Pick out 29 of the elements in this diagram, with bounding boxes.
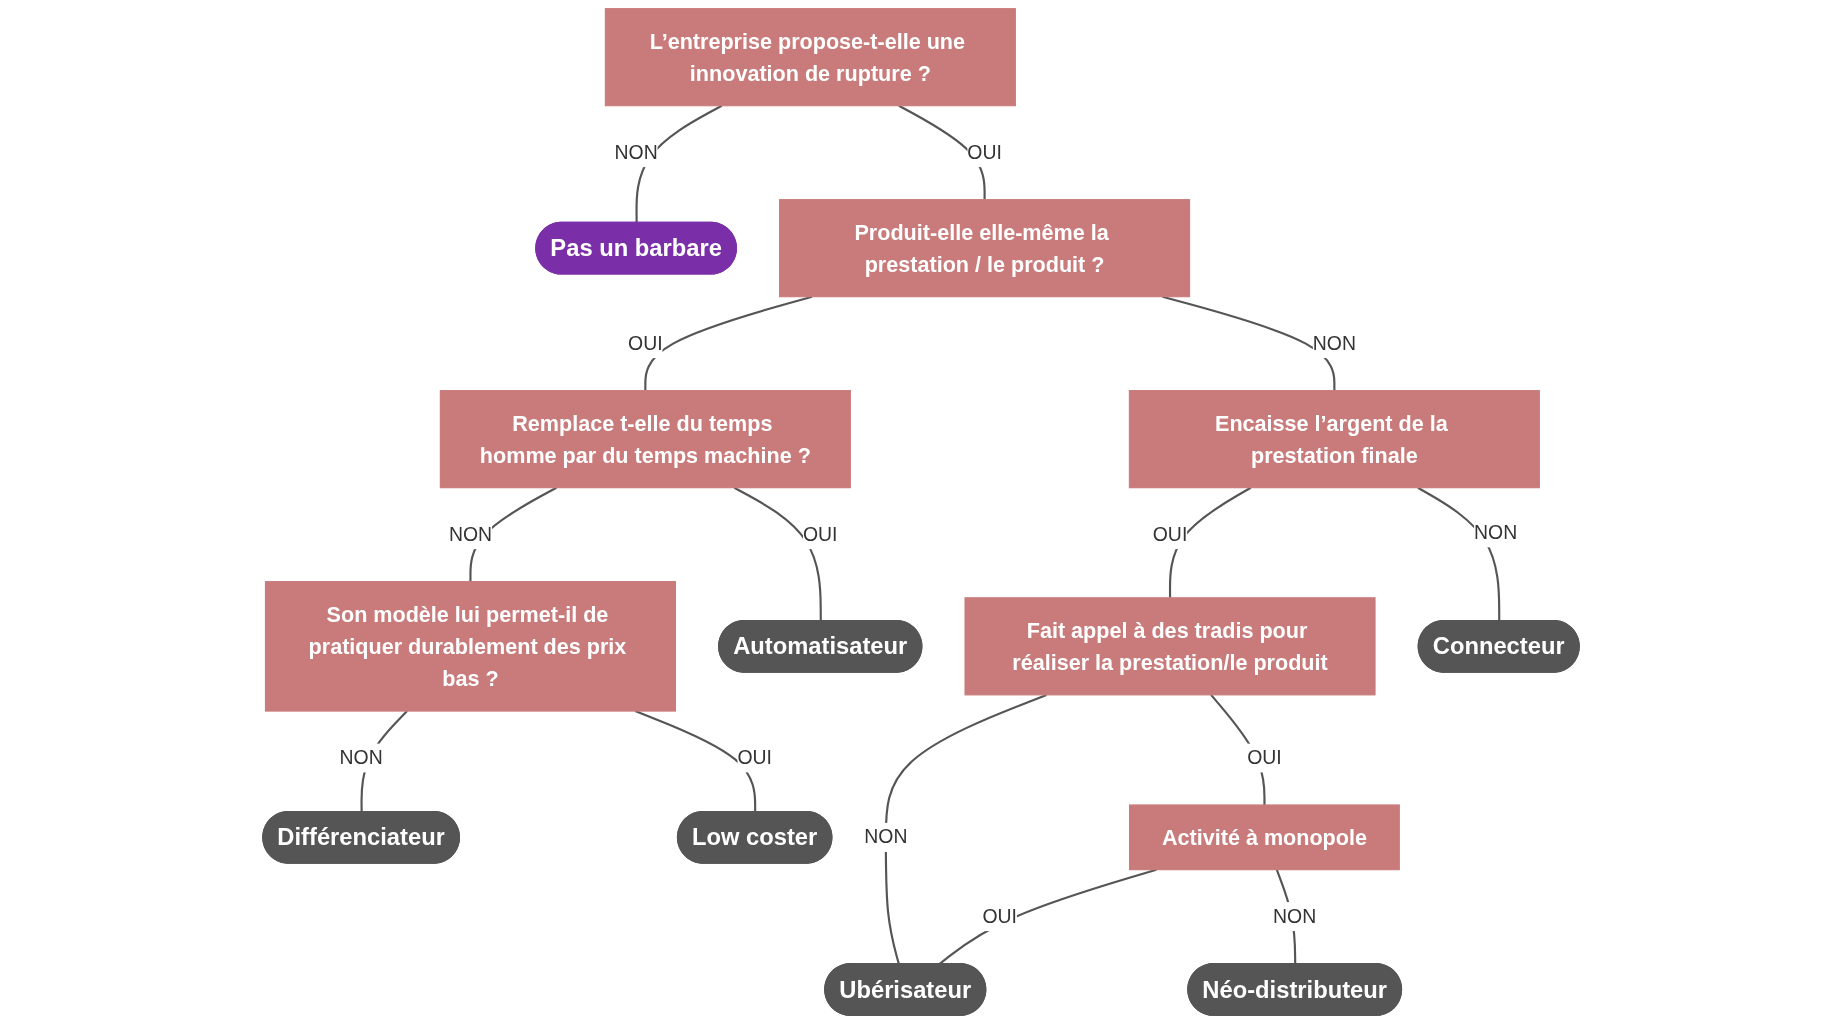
node-box: Activité à monopole — [1129, 804, 1400, 871]
node-box: Remplace t-elle du temps homme par du temps machine ? — [439, 390, 851, 489]
connector — [634, 710, 757, 812]
edge-label: NON — [448, 523, 493, 545]
edge-label: OUI — [982, 905, 1017, 927]
node-box: Fait appel à des tradis pour réaliser la prestation/le produit — [964, 597, 1376, 696]
edge-label: OUI — [737, 746, 772, 769]
connector — [733, 486, 822, 621]
node-box: Encaisse l’argent de la prestation finale — [1128, 390, 1540, 489]
edge-label: OUI — [628, 332, 663, 354]
connector — [644, 295, 813, 391]
node-box: Son modèle lui permet-il de pratiquer durablement des prix bas ? — [264, 581, 676, 712]
node-box: Produit-elle elle-même la prestation / le produit ? — [779, 199, 1191, 298]
edge-label: NON — [339, 746, 383, 769]
edge-label: NON — [1273, 905, 1317, 927]
edge-label: NON — [1312, 332, 1356, 354]
node-box: L’entreprise propose-t-elle une innovation de rupture ? — [604, 8, 1016, 107]
edge-label: OUI — [967, 141, 1002, 163]
connector — [938, 868, 1157, 965]
connector — [1417, 486, 1501, 621]
edge-label: NON — [614, 141, 658, 163]
edge-label: NON — [1474, 521, 1518, 544]
edge-label: OUI — [802, 523, 838, 545]
edge-label: OUI — [1152, 523, 1188, 545]
connector — [884, 693, 1047, 965]
connector — [1168, 486, 1252, 598]
edge-label: OUI — [1247, 746, 1282, 769]
connector — [1162, 295, 1336, 391]
edge-label: NON — [864, 826, 908, 848]
